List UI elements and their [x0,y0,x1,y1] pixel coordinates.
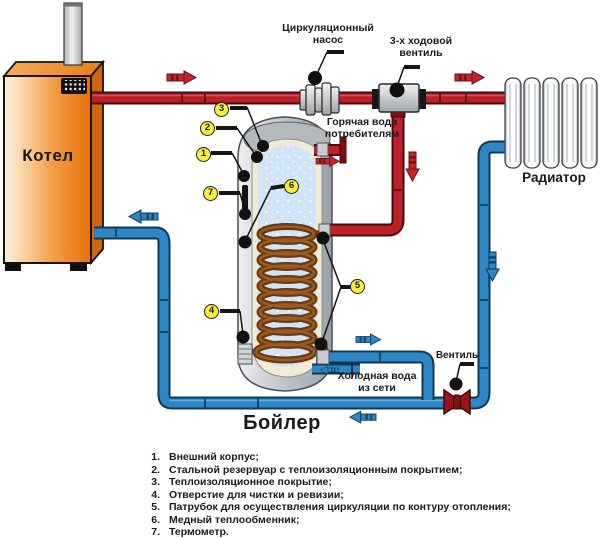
legend-item: 1.Внешний корпус; [151,451,259,463]
revision-opening [237,343,253,365]
boiler-foot [70,263,87,271]
flow-arrow-cold-left [128,209,159,224]
boiler-unit [2,2,105,271]
tank-fittings [316,142,331,365]
radiator [504,77,598,169]
pump-label: Циркуляционный насос [282,22,374,46]
cold-return-pipe [94,140,506,410]
boiler-label: Котел [22,146,74,165]
legend-item: 5.Патрубок для осуществления циркуляции … [151,501,511,513]
legend-item: 3.Теплоизоляционное покрытие; [151,476,332,488]
flow-arrow-hot-right2 [454,70,485,85]
legend: 1.Внешний корпус; 2.Стальной резервуар с… [142,451,511,538]
three-way-valve-label: 3-х ходовой вентиль [389,35,453,59]
callout-1: 1 [196,147,211,162]
flow-arrow-return-left [349,410,377,424]
radiator-label: Радиатор [522,170,586,185]
callout-3: 3 [214,102,229,117]
hot-pipe-to-coil [328,112,405,237]
cold-water-label: Холодная вода из сети [337,370,417,394]
chimney [63,2,83,66]
callout-7: 7 [203,186,218,201]
callout-2: 2 [200,121,215,136]
shutoff-valve [443,388,471,416]
callout-dots [236,71,463,391]
hot-water-label: Горячая вода потребителям [324,116,400,140]
callout-5: 5 [350,279,365,294]
vent-grille [61,78,87,94]
callout-leaders [211,50,474,383]
circulation-pump [299,82,340,116]
valve-label: Вентиль [435,350,479,361]
callout-4: 4 [204,304,219,319]
flow-arrow-hot-right [166,70,197,85]
legend-item: 6.Медный теплообменник; [151,513,300,526]
boiler-foot [5,263,21,271]
legend-item: 4.Отверстие для чистки и ревизии; [151,488,344,501]
flow-arrow-hot-down [405,151,420,182]
storage-tank [237,116,333,392]
legend-item: 7.Термометр. [151,526,229,538]
callout-6: 6 [284,179,299,194]
tank-circulation-pipe [316,350,435,400]
flow-arrow-circulation-right [355,333,382,346]
legend-item: 2.Стальной резервуар с теплоизоляционным… [151,463,463,476]
tank-title: Бойлер [243,412,321,434]
